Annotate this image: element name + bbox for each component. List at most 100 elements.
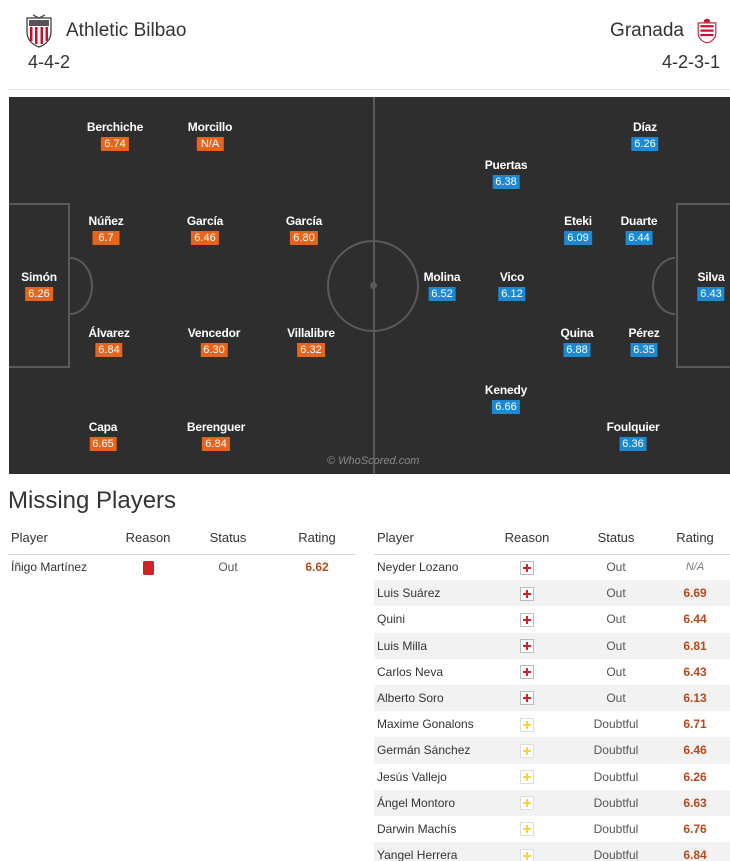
- missing-player-name[interactable]: Neyder Lozano: [377, 560, 459, 575]
- col-status-header[interactable]: Status: [572, 522, 660, 555]
- col-reason-header[interactable]: Reason: [118, 522, 178, 555]
- player-name: García: [186, 214, 224, 228]
- missing-player-name[interactable]: Germán Sánchez: [374, 737, 482, 764]
- missing-player-name[interactable]: Luis Suárez: [374, 580, 482, 607]
- injury-icon: [520, 691, 534, 706]
- missing-rating: N/A: [685, 561, 705, 574]
- doubtful-icon: [520, 770, 534, 784]
- missing-status: Doubtful: [593, 769, 639, 784]
- col-player-header[interactable]: Player: [8, 522, 118, 555]
- missing-rating: 6.62: [305, 560, 329, 575]
- player-rating: 6.26: [25, 287, 53, 301]
- away-player[interactable]: Pérez 6.35: [628, 326, 660, 358]
- player-rating: 6.84: [95, 343, 123, 357]
- away-player[interactable]: Foulquier 6.36: [607, 420, 660, 452]
- away-player[interactable]: Vico 6.12: [498, 270, 526, 302]
- missing-player-name[interactable]: Alberto Soro: [374, 684, 482, 712]
- missing-reason: [482, 816, 572, 842]
- missing-reason: [482, 711, 572, 737]
- missing-player-name[interactable]: Yangel Herrera: [374, 842, 482, 861]
- table-row[interactable]: Neyder Lozano Out N/A: [374, 554, 730, 580]
- missing-player-name[interactable]: Íñigo Martínez: [11, 560, 88, 575]
- home-missing-table: Player Reason Status Rating Íñigo Martín…: [8, 522, 356, 580]
- home-player[interactable]: Morcillo N/A: [188, 120, 232, 152]
- missing-player-name[interactable]: Darwin Machís: [377, 821, 457, 836]
- home-player[interactable]: Berenguer 6.84: [187, 420, 245, 452]
- away-player[interactable]: Quina 6.88: [560, 326, 594, 358]
- away-player[interactable]: Duarte 6.44: [621, 214, 658, 246]
- home-player[interactable]: Vencedor 6.30: [188, 326, 240, 358]
- missing-status: Doubtful: [572, 842, 660, 861]
- home-player[interactable]: Villalibre 6.32: [287, 326, 335, 358]
- missing-reason: [482, 606, 572, 632]
- missing-status: Doubtful: [572, 789, 660, 816]
- missing-rating: 6.46: [660, 737, 730, 764]
- missing-player-name[interactable]: Quini: [377, 612, 406, 627]
- home-player[interactable]: Álvarez 6.84: [88, 326, 130, 358]
- missing-rating: 6.71: [683, 717, 707, 732]
- col-status-header[interactable]: Status: [178, 522, 278, 555]
- home-player[interactable]: Núñez 6.7: [88, 214, 124, 246]
- player-name: Puertas: [484, 158, 528, 172]
- pitch: Berchiche 6.74 Morcillo N/A Núñez 6.7 Ga…: [9, 97, 730, 474]
- player-name: Vico: [499, 270, 525, 284]
- center-circle: [327, 240, 419, 332]
- player-name: García: [285, 214, 323, 228]
- away-player[interactable]: Silva 6.43: [697, 270, 725, 302]
- match-header: Athletic Bilbao 4-4-2 Granada 4-2-3-1: [8, 0, 730, 90]
- player-rating: 6.12: [498, 287, 526, 301]
- table-row[interactable]: Maxime Gonalons Doubtful 6.71: [374, 711, 730, 737]
- away-player[interactable]: Puertas 6.38: [485, 158, 528, 190]
- away-team[interactable]: Granada: [610, 14, 718, 48]
- missing-player-name[interactable]: Luis Milla: [374, 632, 482, 659]
- player-rating: 6.84: [202, 437, 230, 451]
- player-name: Simón: [21, 270, 57, 284]
- missing-status: Out: [606, 612, 626, 627]
- missing-player-name[interactable]: Ángel Montoro: [374, 789, 482, 816]
- missing-reason: [482, 789, 572, 816]
- missing-status: Out: [606, 664, 626, 679]
- center-spot: [370, 282, 377, 289]
- home-player[interactable]: Capa 6.65: [89, 420, 117, 452]
- missing-rating: 6.26: [683, 769, 707, 784]
- missing-player-name[interactable]: Carlos Neva: [377, 664, 444, 679]
- player-name: Silva: [697, 270, 725, 284]
- table-row[interactable]: Jesús Vallejo Doubtful 6.26: [374, 764, 730, 790]
- missing-player-name[interactable]: Jesús Vallejo: [377, 769, 447, 784]
- col-player-header[interactable]: Player: [374, 522, 482, 555]
- col-rating-header[interactable]: Rating: [660, 522, 730, 555]
- away-player[interactable]: Molina 6.52: [424, 270, 461, 302]
- player-name: Morcillo: [187, 120, 233, 134]
- missing-rating: 6.84: [660, 842, 730, 861]
- missing-status: Out: [606, 560, 626, 575]
- home-player[interactable]: Berchiche 6.74: [87, 120, 143, 152]
- injury-icon: [520, 665, 534, 680]
- away-player[interactable]: Díaz 6.26: [631, 120, 659, 152]
- player-rating: 6.46: [191, 231, 219, 245]
- home-player[interactable]: García 6.80: [286, 214, 322, 246]
- missing-reason: [482, 554, 572, 580]
- away-player[interactable]: Kenedy 6.66: [485, 383, 527, 415]
- missing-player-name[interactable]: Maxime Gonalons: [377, 717, 474, 732]
- col-rating-header[interactable]: Rating: [278, 522, 356, 555]
- col-reason-header[interactable]: Reason: [482, 522, 572, 555]
- missing-reason: [482, 737, 572, 764]
- away-player[interactable]: Eteki 6.09: [564, 214, 592, 246]
- missing-rating: 6.76: [683, 821, 707, 836]
- home-player[interactable]: Simón 6.26: [21, 270, 57, 302]
- missing-status: Doubtful: [593, 717, 639, 732]
- home-player[interactable]: García 6.46: [187, 214, 223, 246]
- home-team[interactable]: Athletic Bilbao: [24, 14, 186, 48]
- player-rating: N/A: [196, 137, 224, 151]
